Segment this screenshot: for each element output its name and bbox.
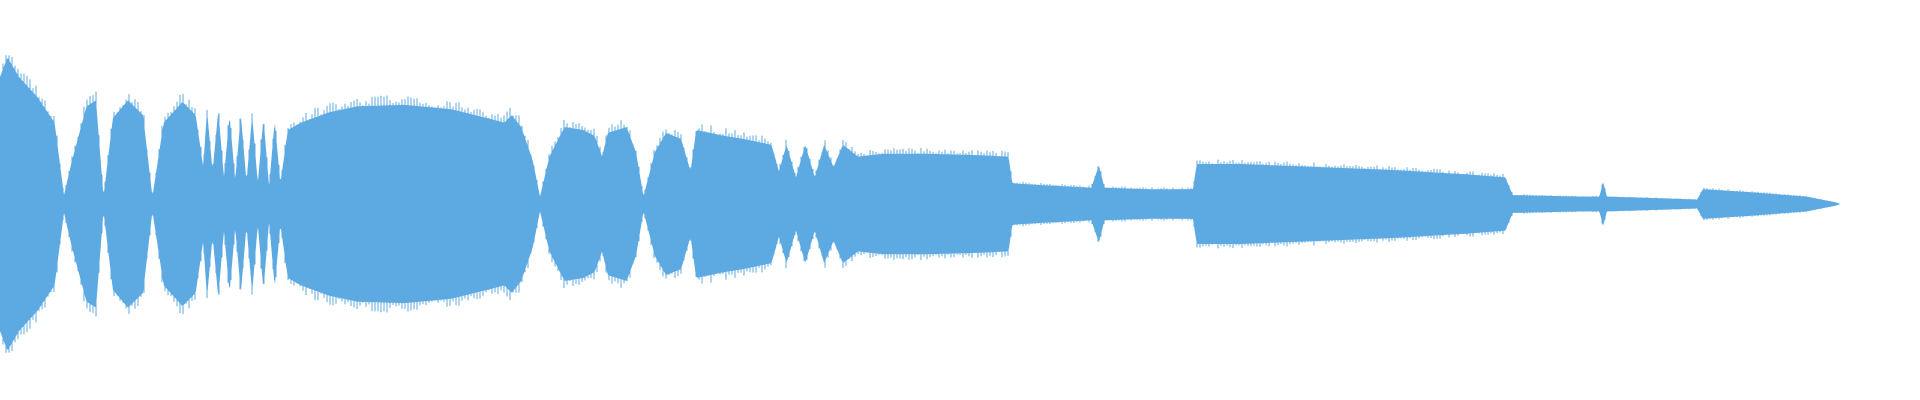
waveform-ripple xyxy=(0,55,1834,353)
waveform-envelope xyxy=(0,58,1881,350)
